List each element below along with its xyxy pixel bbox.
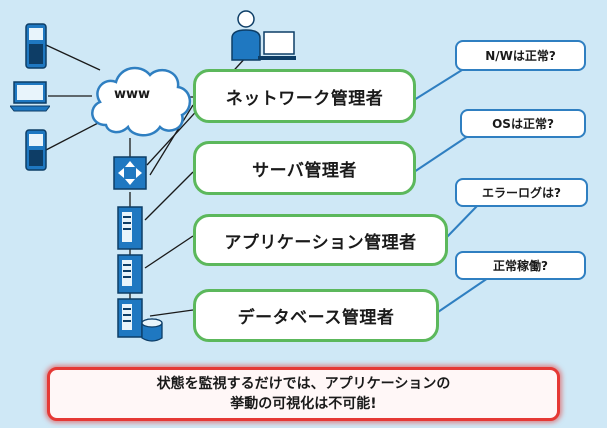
server-icon [117,206,143,250]
cloud-label: www [113,87,151,102]
bubble-text: OSは正常? [492,117,554,131]
network-question-bubble: N/Wは正常? [455,40,586,71]
os-question-bubble: OSは正常? [460,109,586,138]
server-icon [117,254,143,294]
database-icon [141,318,163,342]
role-label: アプリケーション管理者 [224,232,417,253]
normal-operation-question-bubble: 正常稼働? [455,251,586,280]
error-log-question-bubble: エラーログは? [455,178,588,207]
router-icon [113,156,147,190]
warning-line-2: 挙動の可視化は不可能! [230,396,377,412]
warning-line-1: 状態を監視するだけでは、アプリケーションの [156,376,451,392]
laptop-icon [10,81,50,112]
server-admin-box: サーバ管理者 [193,141,416,195]
person-at-computer-icon [231,10,296,61]
database-admin-box: データベース管理者 [193,289,439,342]
bubble-text: 正常稼働? [493,259,548,273]
warning-message-box: 状態を監視するだけでは、アプリケーションの 挙動の可視化は不可能! [47,367,560,421]
bubble-text: N/Wは正常? [485,49,556,63]
mobile-phone-icon [25,23,47,69]
internet-cloud-icon [91,66,191,137]
role-label: ネットワーク管理者 [225,88,384,109]
role-label: サーバ管理者 [252,160,357,181]
bubble-text: エラーログは? [482,186,561,200]
network-admin-box: ネットワーク管理者 [193,69,416,123]
application-admin-box: アプリケーション管理者 [193,214,448,266]
mobile-phone-icon [25,129,47,171]
server-icon [117,298,143,338]
role-label: データベース管理者 [237,308,395,328]
